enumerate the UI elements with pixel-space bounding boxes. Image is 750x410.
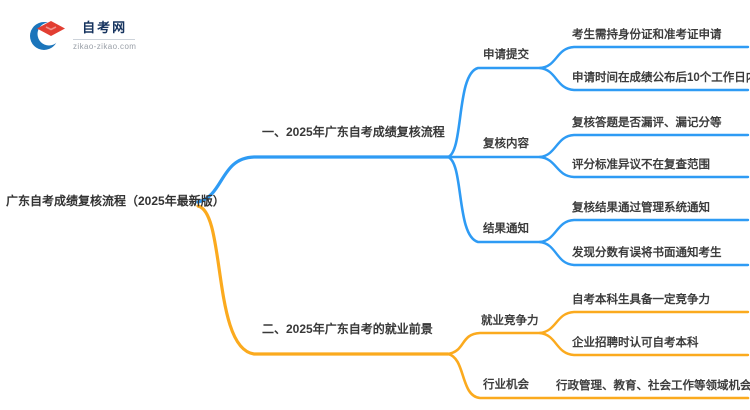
leaf-employers-recognize[interactable]: 企业招聘时认可自考本科 [572, 337, 699, 349]
site-logo[interactable]: 自考网 zikao-zikao.com [30, 17, 136, 53]
site-domain: zikao-zikao.com [73, 42, 137, 51]
subtopic-application-submit[interactable]: 申请提交 [483, 49, 529, 61]
subtopic-review-content[interactable]: 复核内容 [483, 138, 529, 150]
site-name: 自考网 [82, 20, 128, 35]
branch-1-title[interactable]: 一、2025年广东自考成绩复核流程 [262, 125, 445, 139]
leaf-bachelor-competitive[interactable]: 自考本科生具备一定竞争力 [572, 294, 710, 306]
logo-text-block: 自考网 zikao-zikao.com [73, 17, 136, 51]
leaf-system-notification[interactable]: 复核结果通过管理系统通知 [572, 202, 710, 214]
branch-2-title[interactable]: 二、2025年广东自考的就业前景 [262, 322, 433, 336]
subtopic-industry-opportunity[interactable]: 行业机会 [483, 379, 529, 391]
root-node[interactable]: 广东自考成绩复核流程（2025年最新版） [6, 194, 225, 208]
leaf-id-card-required[interactable]: 考生需持身份证和准考证申请 [572, 29, 722, 41]
leaf-fields-opportunities[interactable]: 行政管理、教育、社会工作等领域机会多 [556, 380, 750, 392]
leaf-apply-within-10days[interactable]: 申请时间在成绩公布后10个工作日内 [572, 72, 750, 84]
leaf-check-missed-marks[interactable]: 复核答题是否漏评、漏记分等 [572, 117, 722, 129]
graduation-cap-logo-icon [30, 21, 65, 50]
subtopic-result-notice[interactable]: 结果通知 [483, 223, 529, 235]
leaf-standard-not-in-scope[interactable]: 评分标准异议不在复查范围 [572, 159, 710, 171]
subtopic-employment-competitiveness[interactable]: 就业竞争力 [481, 315, 539, 327]
leaf-written-notice[interactable]: 发现分数有误将书面通知考生 [572, 247, 722, 259]
logo-divider [73, 39, 135, 40]
